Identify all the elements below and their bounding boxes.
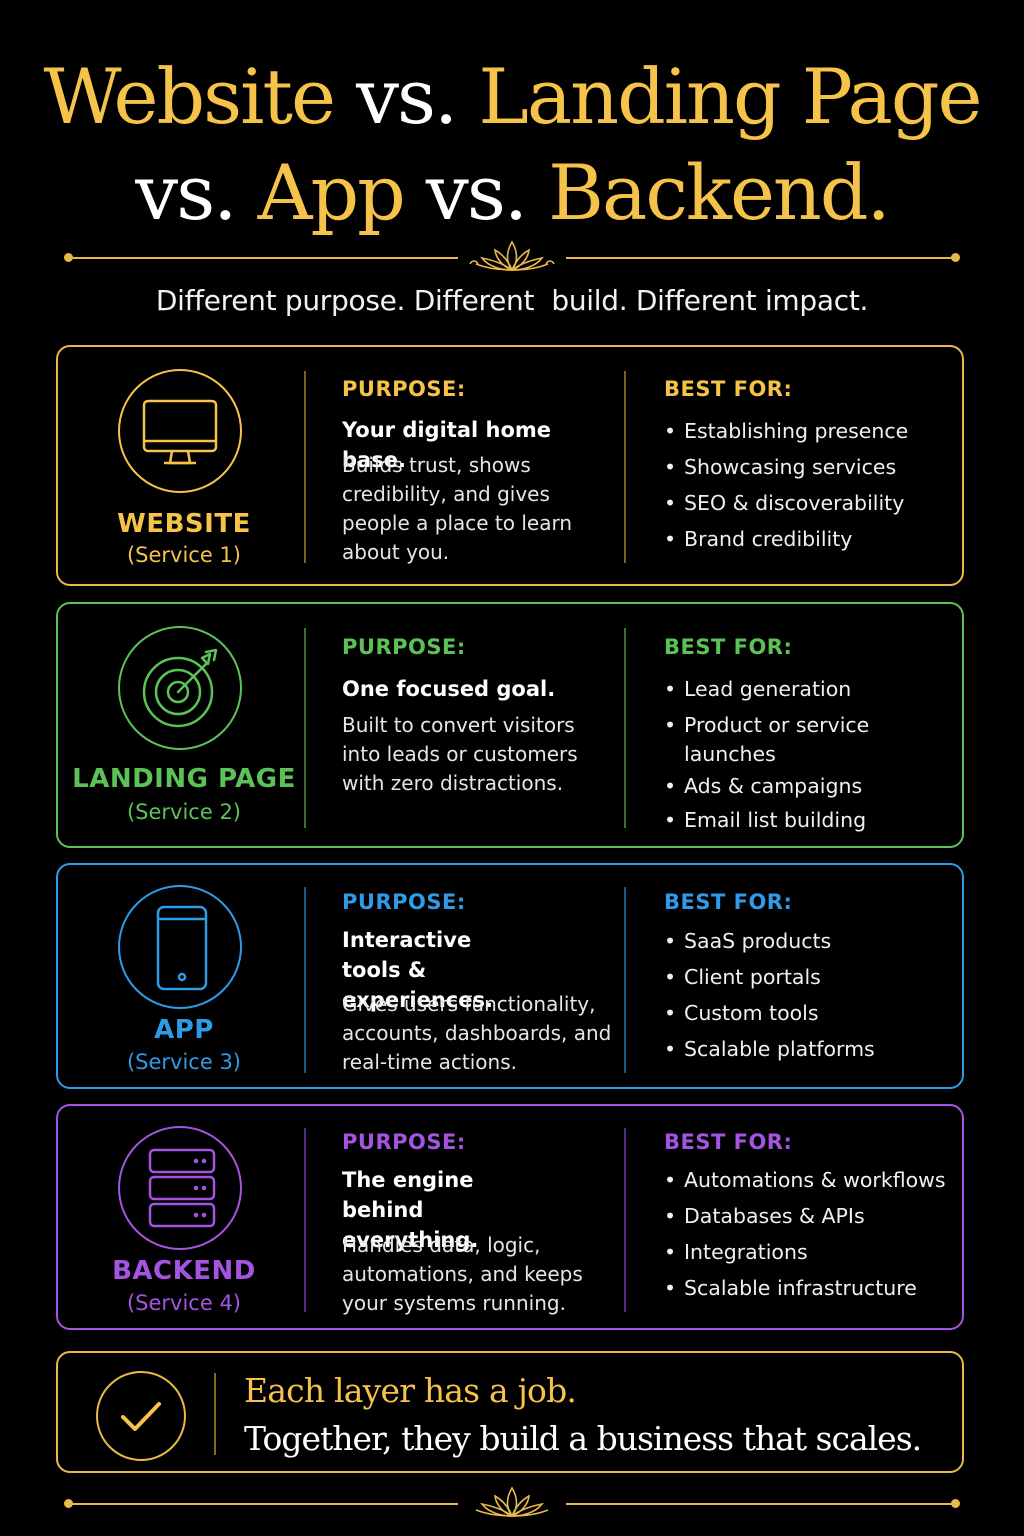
best-for-list: Automations & workflows Databases & APIs… (664, 1166, 954, 1303)
list-item: Custom tools (664, 999, 954, 1028)
title-vs: vs. (333, 52, 479, 141)
list-item: Scalable platforms (664, 1035, 954, 1064)
list-item: SEO & discoverability (664, 489, 954, 518)
list-item: SaaS products (664, 927, 954, 956)
best-for-heading: BEST FOR: (664, 890, 793, 914)
card-backend: BACKEND (Service 4) PURPOSE: The engine … (56, 1104, 964, 1330)
checkmark-icon (121, 1402, 161, 1431)
landing-page-icon-circle (118, 626, 242, 750)
title-line-2: vs. App vs. Backend. (0, 148, 1024, 237)
title-vs: vs. (135, 148, 258, 237)
best-for-heading: BEST FOR: (664, 635, 793, 659)
card-landing-page: LANDING PAGE (Service 2) PURPOSE: One fo… (56, 602, 964, 848)
ornamental-divider-top (64, 240, 960, 272)
purpose-tagline: One focused goal. (342, 677, 556, 701)
list-item: Email list building (664, 806, 954, 835)
best-for-list: SaaS products Client portals Custom tool… (664, 927, 954, 1064)
app-icon-circle (118, 885, 242, 1009)
ornamental-divider-bottom (64, 1486, 960, 1518)
closing-line-2: Together, they build a business that sca… (244, 1419, 922, 1458)
purpose-tagline: Interactive tools & experiences. (342, 928, 493, 1012)
best-for-list: Lead generation Product or service launc… (664, 675, 954, 835)
list-item: Brand credibility (664, 525, 954, 554)
backend-icon-circle (118, 1126, 242, 1250)
card-name: WEBSITE (117, 509, 251, 539)
card-website: WEBSITE (Service 1) PURPOSE: Your digita… (56, 345, 964, 586)
card-service: (Service 1) (126, 543, 242, 567)
best-for-heading: BEST FOR: (664, 1130, 793, 1154)
checkmark-circle (96, 1371, 186, 1461)
list-item: Lead generation (664, 675, 954, 704)
lotus-ornament-icon (475, 1486, 549, 1518)
purpose-tagline: The engine behind everything. (342, 1168, 479, 1252)
title-vs: vs. (403, 148, 549, 237)
list-item: Showcasing services (664, 453, 954, 482)
purpose-tagline: Your digital home base. (342, 418, 552, 472)
title-landing-page: Landing Page (478, 52, 982, 141)
purpose-description: Gives users functionality, accounts, das… (342, 992, 612, 1074)
card-name: LANDING PAGE (72, 764, 296, 794)
lotus-ornament-icon (469, 240, 555, 272)
list-item: Integrations (664, 1238, 954, 1267)
card-name: BACKEND (112, 1256, 256, 1286)
list-item: Client portals (664, 963, 954, 992)
best-for-heading: BEST FOR: (664, 377, 793, 401)
list-item: Product or service launches (664, 711, 884, 769)
title-backend: Backend. (548, 148, 891, 237)
target-icon (142, 648, 218, 728)
list-item: Scalable infrastructure (664, 1274, 954, 1303)
title-line-1: Website vs. Landing Page (0, 52, 1024, 141)
purpose-heading: PURPOSE: (342, 635, 466, 659)
card-service: (Service 4) (126, 1291, 242, 1315)
title-app: App (257, 148, 406, 237)
card-name: APP (154, 1015, 214, 1045)
monitor-icon (142, 399, 218, 465)
phone-icon (156, 905, 208, 991)
subtitle: Different purpose. Different build. Diff… (155, 284, 869, 317)
card-service: (Service 2) (126, 800, 242, 824)
purpose-description: Built to convert visitors into leads or … (342, 713, 578, 795)
closing-line-1: Each layer has a job. (244, 1371, 577, 1410)
server-icon (148, 1148, 216, 1228)
list-item: Establishing presence (664, 417, 954, 446)
card-app: APP (Service 3) PURPOSE: Interactive too… (56, 863, 964, 1089)
list-item: Databases & APIs (664, 1202, 954, 1231)
closing-banner: Each layer has a job. Together, they bui… (56, 1351, 964, 1473)
card-service: (Service 3) (126, 1050, 242, 1074)
purpose-heading: PURPOSE: (342, 377, 466, 401)
purpose-description: Handles data, logic, automations, and ke… (342, 1233, 583, 1315)
title-website: Website (43, 52, 336, 141)
website-icon-circle (118, 369, 242, 493)
best-for-list: Establishing presence Showcasing service… (664, 417, 954, 554)
purpose-heading: PURPOSE: (342, 1130, 466, 1154)
list-item: Ads & campaigns (664, 772, 954, 801)
purpose-heading: PURPOSE: (342, 890, 466, 914)
list-item: Automations & workflows (664, 1166, 954, 1195)
purpose-description: Builds trust, shows credibility, and giv… (342, 453, 573, 564)
